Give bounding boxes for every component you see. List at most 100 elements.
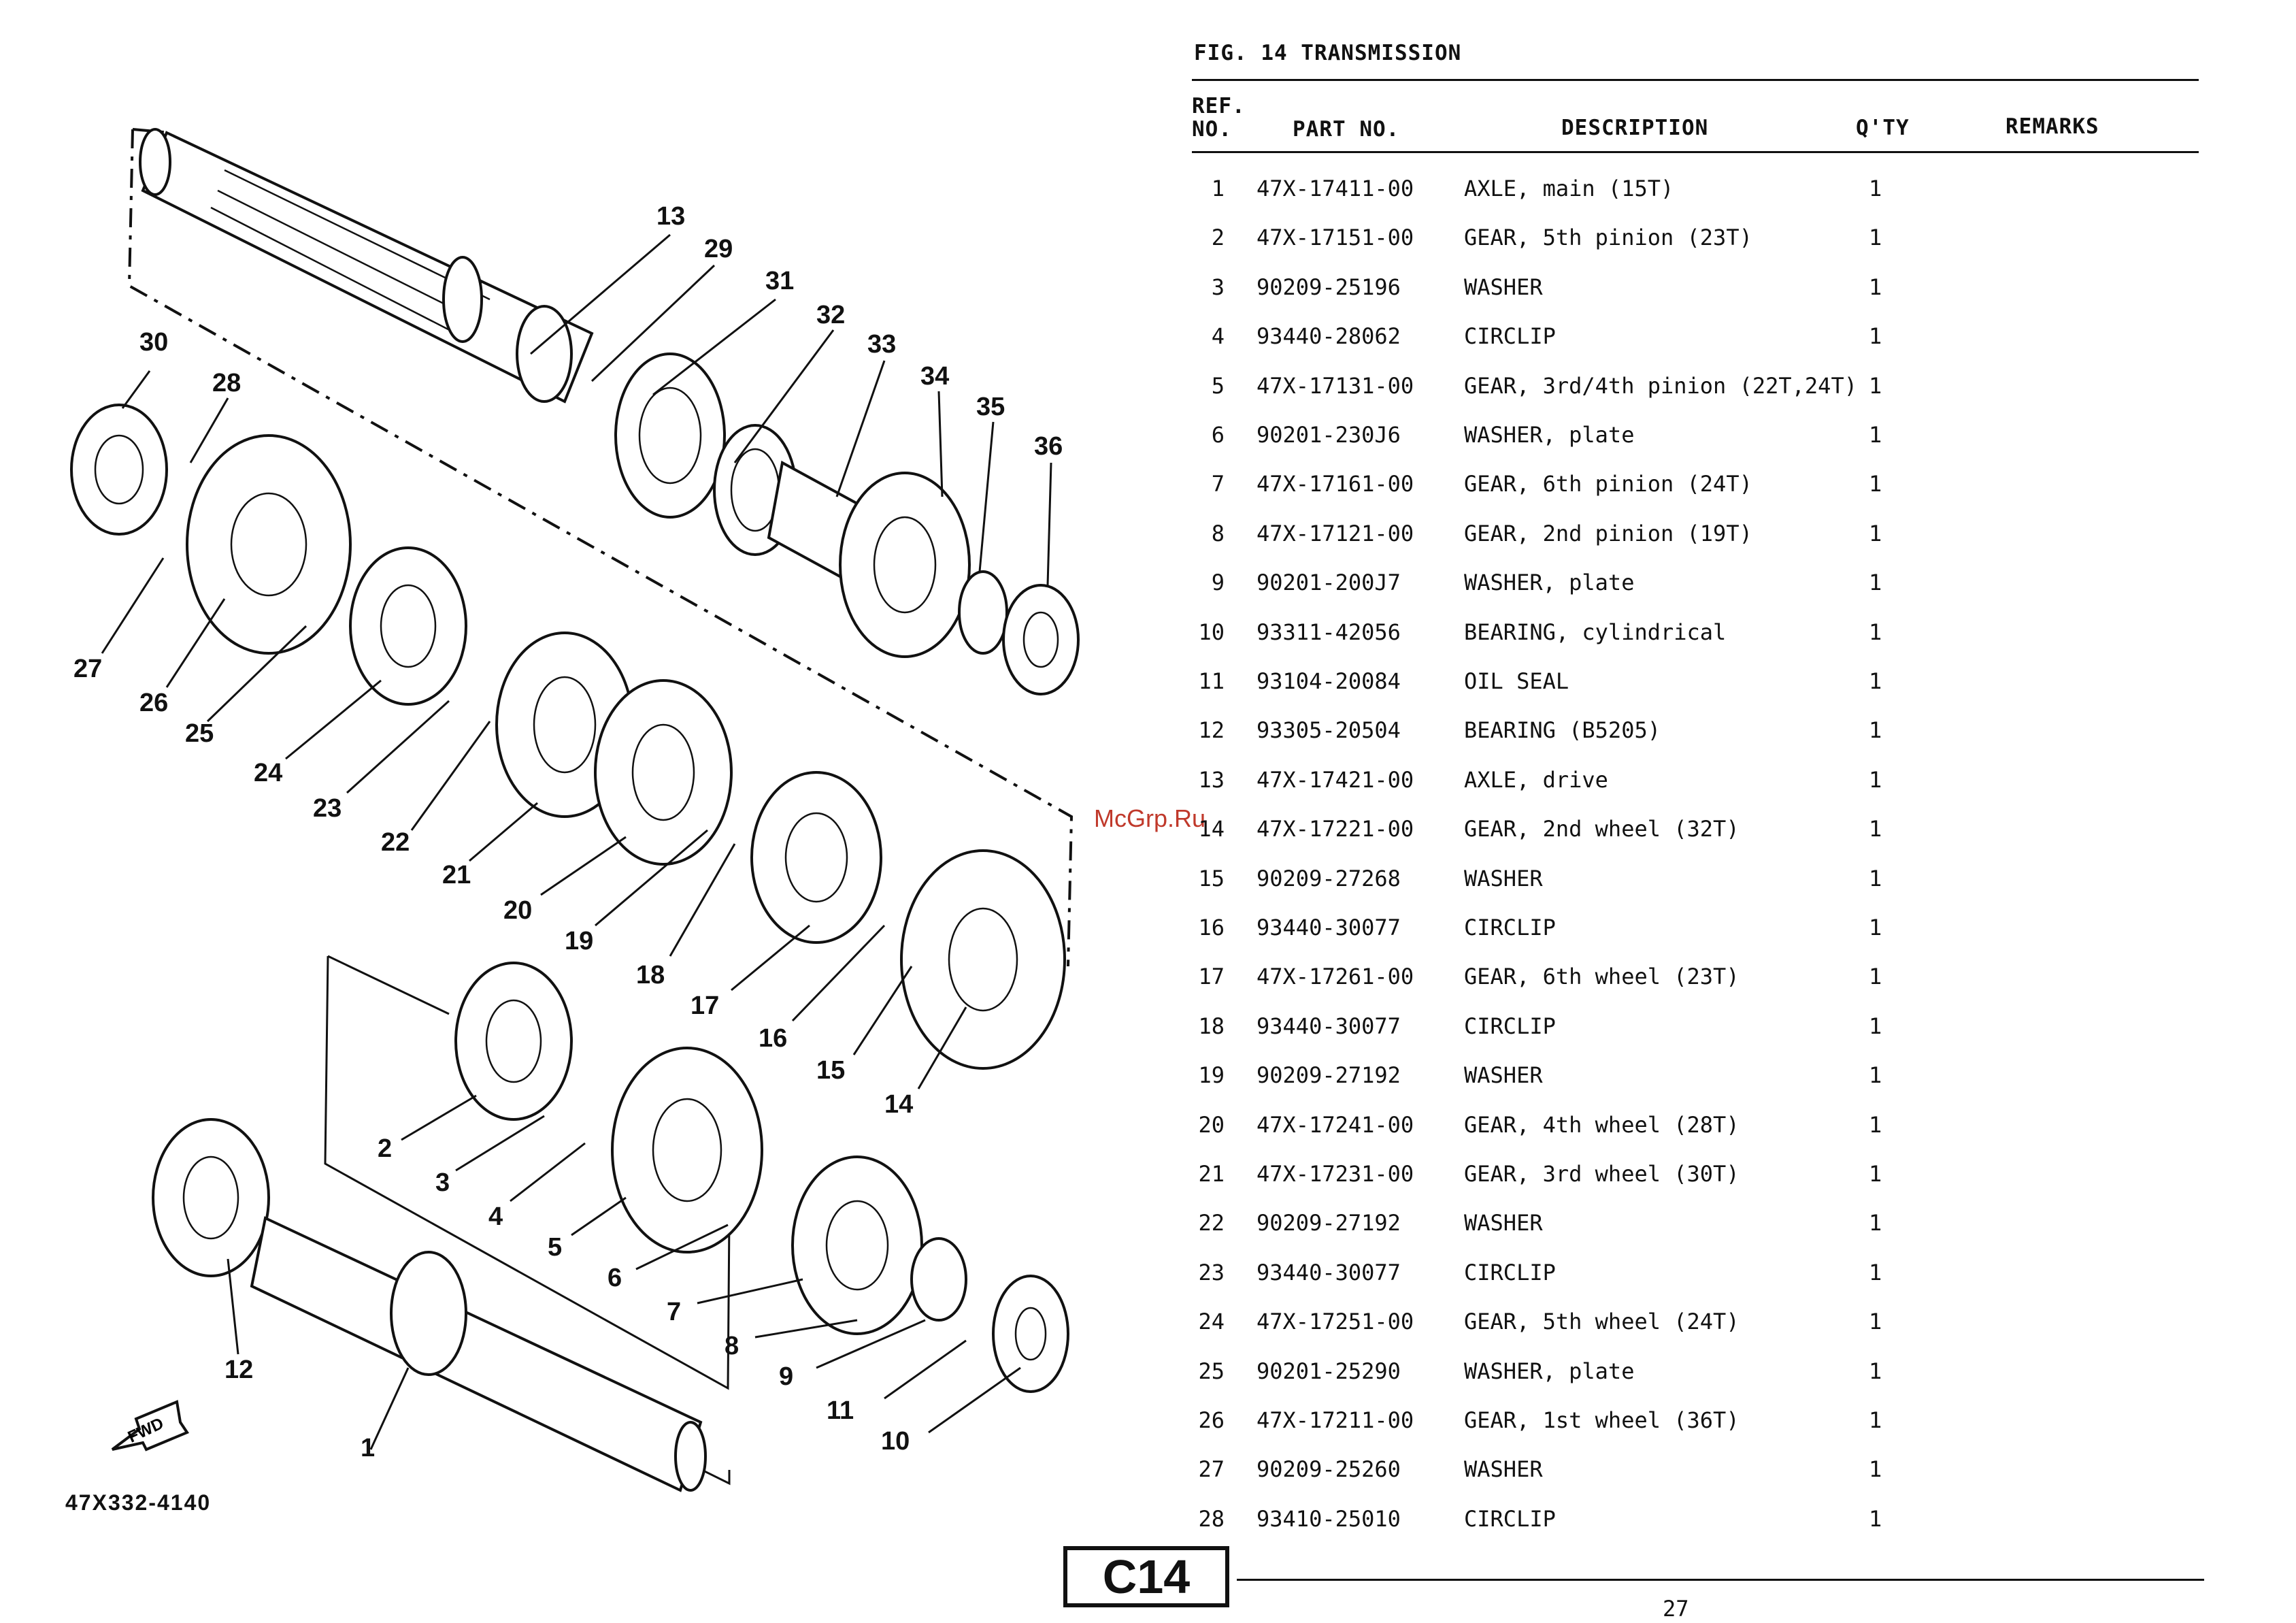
description-cell: BEARING (B5205)	[1464, 717, 1661, 743]
leader-lines	[101, 233, 1052, 1450]
part-number-cell: 90201-25290	[1257, 1358, 1401, 1384]
callout-30: 30	[139, 328, 168, 357]
callout-12: 12	[224, 1356, 253, 1384]
part-number-cell: 47X-17241-00	[1257, 1112, 1414, 1138]
part-number-cell: 93311-42056	[1257, 619, 1401, 645]
ref-cell: 15	[1198, 866, 1225, 891]
qty-cell: 1	[1869, 816, 1882, 842]
header-ref-line1: REF.	[1192, 94, 1246, 118]
ref-cell: 28	[1198, 1506, 1225, 1532]
description-cell: AXLE, main (15T)	[1464, 176, 1674, 201]
description-cell: GEAR, 5th pinion (23T)	[1464, 225, 1752, 250]
header-bottom-rule	[1192, 151, 2199, 153]
callout-10: 10	[881, 1427, 910, 1456]
part-number-cell: 93440-30077	[1257, 1013, 1401, 1039]
qty-cell: 1	[1869, 570, 1882, 595]
figure-title: FIG. 14 TRANSMISSION	[1194, 41, 1462, 65]
ref-cell: 16	[1198, 915, 1225, 940]
callout-4: 4	[488, 1202, 503, 1231]
description-cell: GEAR, 4th wheel (28T)	[1464, 1112, 1740, 1138]
description-cell: WASHER, plate	[1464, 1358, 1635, 1384]
part-number-cell: 47X-17251-00	[1257, 1309, 1414, 1334]
qty-cell: 1	[1869, 225, 1882, 250]
drive-axle	[139, 128, 594, 404]
ref-cell: 13	[1198, 767, 1225, 793]
header-part-no: PART NO.	[1293, 117, 1400, 142]
callout-8: 8	[725, 1332, 739, 1360]
ref-cell: 10	[1198, 619, 1225, 645]
part-number-cell: 93440-30077	[1257, 915, 1401, 940]
description-cell: GEAR, 1st wheel (36T)	[1464, 1407, 1740, 1433]
part-number-cell: 47X-17151-00	[1257, 225, 1414, 250]
ref-cell: 6	[1211, 422, 1225, 448]
qty-cell: 1	[1869, 1358, 1882, 1384]
part-number-cell: 90209-25260	[1257, 1456, 1401, 1482]
ref-cell: 19	[1198, 1062, 1225, 1088]
description-cell: WASHER	[1464, 1062, 1543, 1088]
callout-36: 36	[1034, 432, 1063, 461]
callout-11: 11	[827, 1396, 854, 1425]
description-cell: GEAR, 2nd pinion (19T)	[1464, 521, 1752, 546]
description-cell: WASHER	[1464, 1456, 1543, 1482]
transmission-exploded-diagram: FWD 13 29 31 32 33 34 35 36 30 28 27 26 …	[70, 128, 1080, 1492]
callout-13: 13	[656, 202, 685, 231]
description-cell: GEAR, 3rd wheel (30T)	[1464, 1161, 1740, 1187]
callout-16: 16	[759, 1024, 787, 1053]
ref-cell: 20	[1198, 1112, 1225, 1138]
description-cell: GEAR, 6th wheel (23T)	[1464, 964, 1740, 989]
part-number-cell: 90201-230J6	[1257, 422, 1401, 448]
description-cell: AXLE, drive	[1464, 767, 1608, 793]
ref-cell: 9	[1211, 570, 1225, 595]
qty-cell: 1	[1869, 1309, 1882, 1334]
description-cell: WASHER	[1464, 866, 1543, 891]
table-row: 24 47X-17251-00 GEAR, 5th wheel (24T) 1	[1192, 1309, 2199, 1358]
description-cell: WASHER	[1464, 1210, 1543, 1236]
ref-cell: 27	[1198, 1456, 1225, 1482]
description-cell: CIRCLIP	[1464, 1260, 1556, 1285]
callout-21: 21	[442, 861, 471, 889]
part-number-cell: 90209-27192	[1257, 1210, 1401, 1236]
qty-cell: 1	[1869, 471, 1882, 497]
part-number-cell: 90209-27268	[1257, 866, 1401, 891]
callout-15: 15	[816, 1056, 845, 1085]
ref-cell: 7	[1211, 471, 1225, 497]
qty-cell: 1	[1869, 422, 1882, 448]
callout-28: 28	[212, 369, 241, 397]
part-number-cell: 47X-17231-00	[1257, 1161, 1414, 1187]
description-cell: CIRCLIP	[1464, 915, 1556, 940]
callout-32: 32	[816, 301, 845, 329]
qty-cell: 1	[1869, 1407, 1882, 1433]
part-number-cell: 47X-17261-00	[1257, 964, 1414, 989]
callout-18: 18	[636, 961, 665, 989]
ref-cell: 5	[1211, 373, 1225, 399]
ref-cell: 24	[1198, 1309, 1225, 1334]
qty-cell: 1	[1869, 274, 1882, 300]
callout-29: 29	[704, 235, 733, 263]
qty-cell: 1	[1869, 1260, 1882, 1285]
part-number-cell: 93440-30077	[1257, 1260, 1401, 1285]
description-cell: GEAR, 3rd/4th pinion (22T,24T)	[1464, 373, 1857, 399]
part-number-cell: 47X-17161-00	[1257, 471, 1414, 497]
ref-cell: 11	[1198, 668, 1225, 694]
qty-cell: 1	[1869, 521, 1882, 546]
header-remarks: REMARKS	[2006, 114, 2099, 139]
callout-35: 35	[976, 393, 1005, 421]
description-cell: GEAR, 2nd wheel (32T)	[1464, 816, 1740, 842]
ref-cell: 14	[1198, 816, 1225, 842]
part-number-cell: 47X-17131-00	[1257, 373, 1414, 399]
table-row: 5 47X-17131-00 GEAR, 3rd/4th pinion (22T,2…	[1192, 373, 2199, 422]
qty-cell: 1	[1869, 1161, 1882, 1187]
callout-26: 26	[139, 689, 168, 717]
description-cell: GEAR, 5th wheel (24T)	[1464, 1309, 1740, 1334]
header-description: DESCRIPTION	[1561, 116, 1709, 140]
part-number-cell: 90201-200J7	[1257, 570, 1401, 595]
